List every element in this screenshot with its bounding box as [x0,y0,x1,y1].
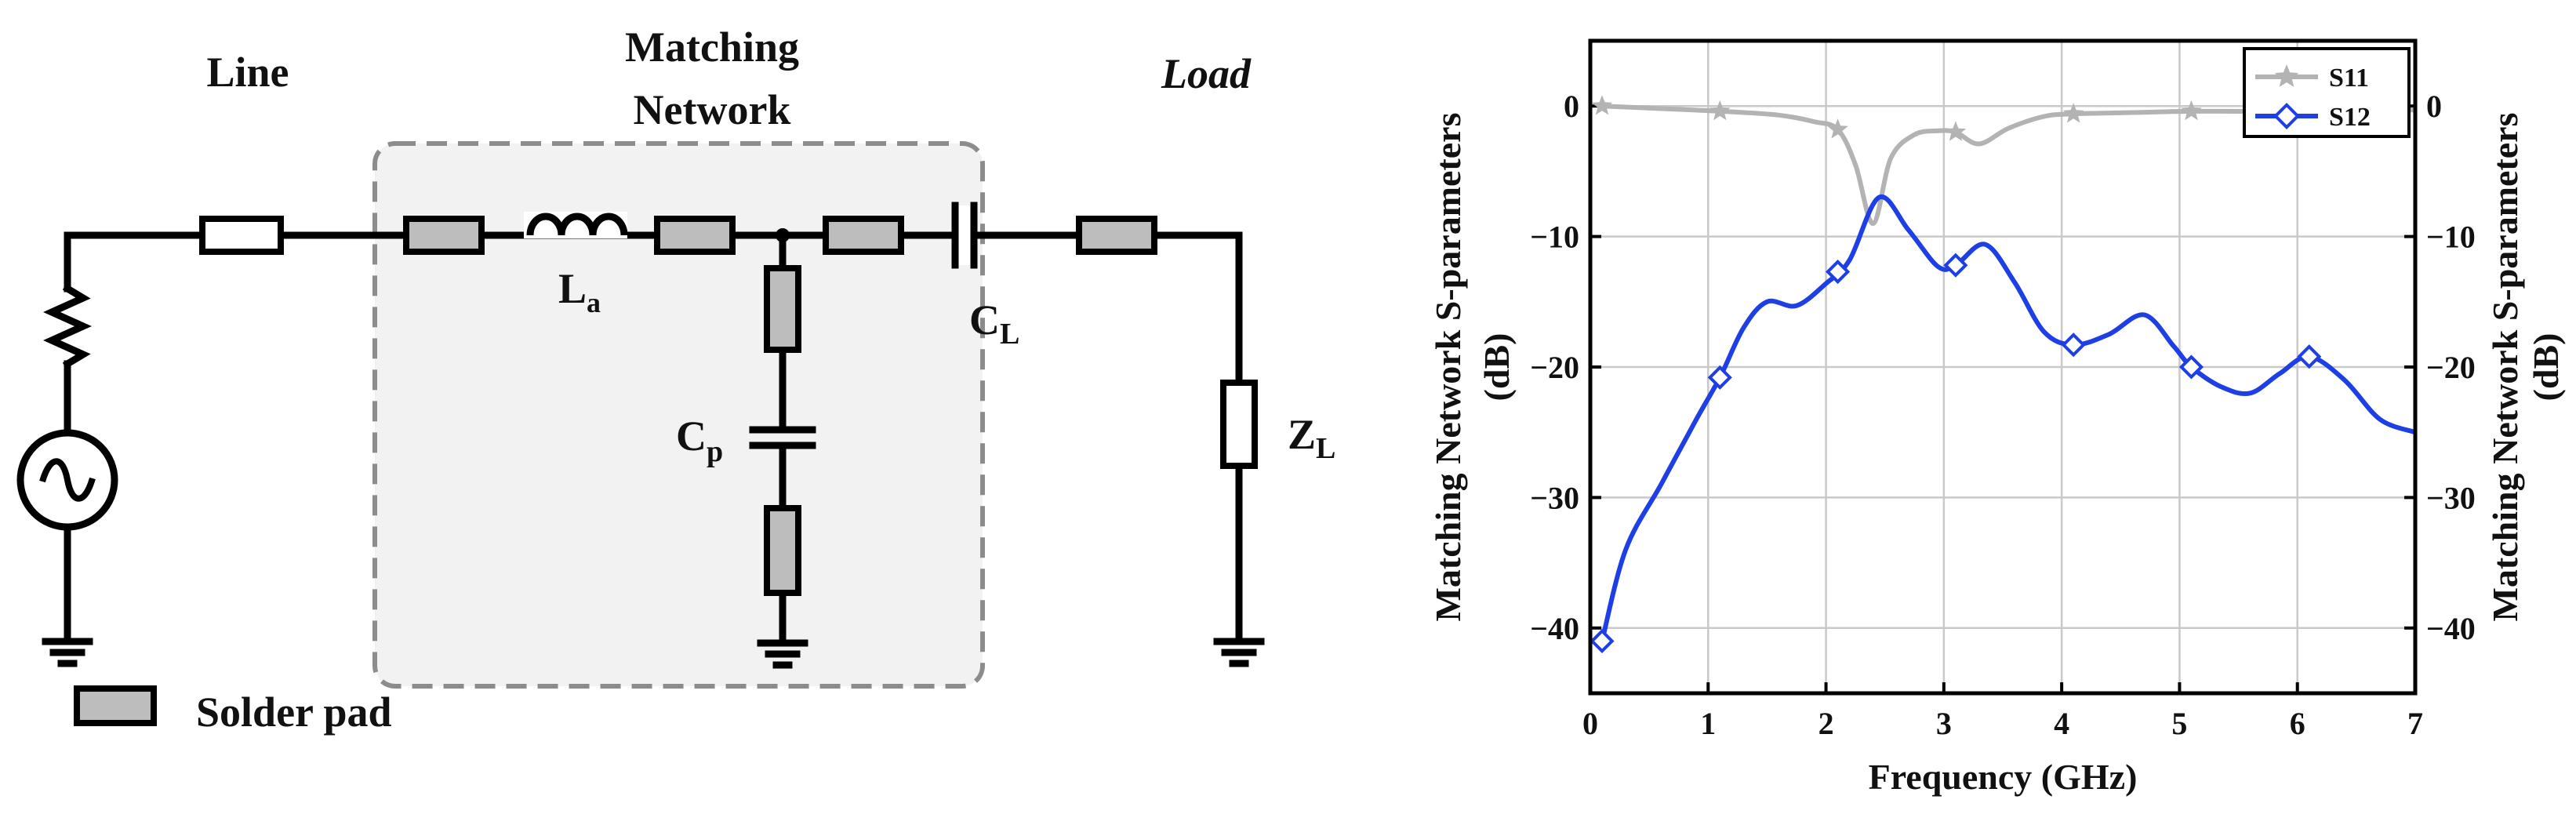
line-label: Line [206,49,289,96]
s-parameter-chart: 0 1 2 3 4 5 6 7 0 0 −10 −10 −20 −20 −30 −30 −40 −40 Frequ… [1428,38,2566,797]
matching-network-box [372,141,985,689]
legend-box [2243,47,2411,138]
marker-diamond-s12 [1943,253,1968,278]
y-axis-label-left-line2: (dB) [1477,333,1517,402]
solder-pad-3 [823,216,904,255]
solder-pad-1 [403,216,485,255]
y-tick-label-left: −10 [1530,220,1579,255]
ground-icon [757,639,808,669]
line-resistor [199,216,284,255]
solder-pad-4 [1076,216,1157,255]
marker-diamond-s12 [2061,333,2086,358]
solder-pad-2 [654,216,736,255]
y-tick-label-left: 0 [1564,89,1579,124]
ground-icon [1213,638,1265,667]
y-tick-label-right: −40 [2426,611,2476,646]
marker-star-s11 [1945,121,1967,141]
marker-star-s11 [2062,103,2084,123]
legend-s11-label: S11 [2329,64,2369,93]
legend-solder-pad-label: Solder pad [196,689,392,736]
y-tick-label-right: 0 [2426,89,2442,124]
legend-s12-diamond-icon [2273,103,2300,129]
x-tick-label: 3 [1936,706,1952,741]
legend-s12-label: S12 [2329,103,2371,132]
series-line-s11 [1601,104,2415,227]
marker-diamond-s12 [2178,354,2204,380]
matching-label-line1: Matching [625,24,799,71]
x-tick-label: 4 [2054,706,2069,741]
la-label: La [558,265,601,318]
x-tick-label: 1 [1700,706,1716,741]
capacitor-cl-icon [951,202,978,269]
capacitor-cp-icon [749,426,816,449]
marker-diamond-s12 [2297,344,2322,369]
marker-star-s11 [2181,100,2202,121]
ground-icon [42,638,93,667]
marker-star-s11 [1827,118,1848,139]
x-axis-label: Frequency (GHz) [1869,757,2138,797]
marker-star-s11 [1591,95,1613,115]
source-resistor [43,283,92,369]
load-label: Load [1161,50,1252,97]
cl-label: CL [969,296,1019,351]
load-branch [1213,231,1265,667]
x-tick-label: 5 [2171,706,2187,741]
y-axis-label-right-line1: Matching Network S-parameters [2485,113,2525,622]
x-tick-label: 2 [1818,706,1834,741]
load-impedance [1220,380,1258,469]
y-tick-label-left: −40 [1530,611,1579,646]
y-axis-label-left-line1: Matching Network S-parameters [1428,113,1468,622]
y-tick-label-right: −30 [2426,480,2476,515]
shunt-branch [749,228,816,669]
legend-solder-pad-swatch [74,685,157,726]
y-tick-label-left: −30 [1530,480,1579,515]
plot-frame [1588,38,2418,696]
chart-legend: S11 S12 [2243,47,2411,138]
x-tick-label: 7 [2407,706,2423,741]
solder-pad-6 [764,505,801,596]
cp-label: Cp [676,412,723,468]
marker-star-s11 [1709,100,1731,121]
tick-labels: 0 1 2 3 4 5 6 7 0 0 −10 −10 −20 −20 −30 −30 −40 −40 [1530,89,2476,741]
marker-diamond-s12 [1707,365,1732,390]
matching-label-line2: Network [634,86,791,133]
circuit-diagram: Line Matching Network Load La CL Cp ZL S… [16,24,1335,736]
x-tick-label: 0 [1582,706,1598,741]
series-markers [1590,95,2322,654]
legend-s11-star-icon [2274,64,2299,87]
y-tick-label-right: −20 [2426,350,2476,385]
x-tick-label: 6 [2290,706,2305,741]
y-tick-label-left: −20 [1530,350,1579,385]
marker-diamond-s12 [1590,628,1615,654]
y-tick-label-right: −10 [2426,220,2476,255]
inductor-la-icon [524,212,628,238]
marker-diamond-s12 [1826,259,1851,285]
sine-wave-icon [39,458,96,502]
y-axis-label-right-line2: (dB) [2526,333,2566,402]
zl-label: ZL [1288,411,1335,465]
solder-pad-5 [764,265,801,353]
